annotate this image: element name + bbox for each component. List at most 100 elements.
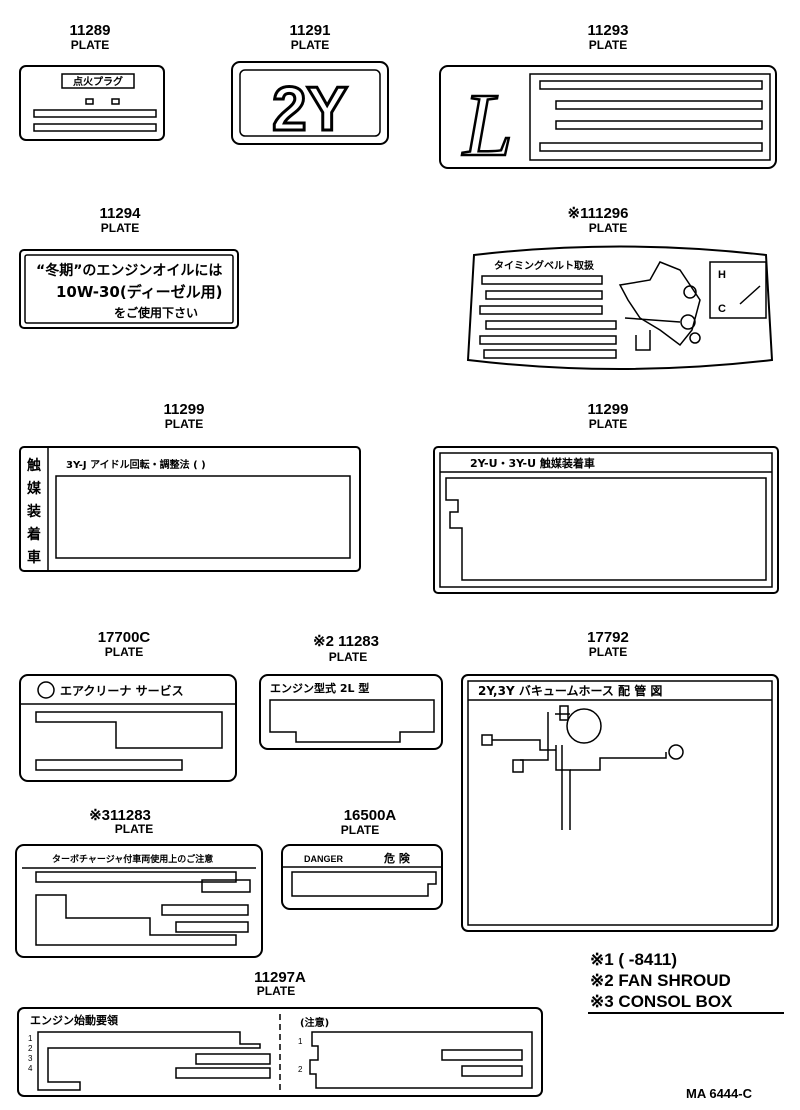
text-bar: [479, 305, 603, 315]
plate-line-1: “冬期”のエンジンオイルには: [36, 262, 222, 279]
plate-panel: [269, 699, 435, 743]
plate-line-3: をご使用下さい: [114, 305, 198, 320]
plate-outline: [466, 245, 774, 370]
plate-outline: [19, 65, 165, 141]
plate-inner: [24, 254, 234, 324]
plate-panel: [55, 475, 351, 559]
plate-11293: 11293 PLATE L: [439, 22, 777, 176]
part-label: PLATE: [589, 38, 627, 52]
plate-outline: [17, 1007, 543, 1097]
text-bar: [35, 871, 237, 883]
plate-panel: [35, 894, 237, 946]
plate-title: エンジン型式 2L 型: [270, 681, 369, 695]
plate-17700C: 17700C PLATE エアクリーナ サービス: [19, 629, 237, 782]
plate-11291: 11291 PLATE 2Y: [231, 22, 389, 146]
plate-11283-fan-shroud: ※2 11283 PLATE エンジン型式 2L 型: [259, 633, 443, 750]
text-bar: [485, 320, 617, 330]
text-bar: [175, 1067, 271, 1079]
plate-panel: [35, 711, 223, 749]
plate-inner: [439, 452, 773, 588]
gauge-cold: C: [718, 303, 726, 315]
plate-panel: [445, 477, 767, 581]
plate-panel: [291, 871, 437, 897]
side-char: 着: [26, 526, 41, 543]
step-number: 3: [28, 1054, 33, 1063]
side-char: 車: [27, 549, 41, 566]
plate-11299-right: 11299 PLATE 2Y-U・3Y-U 触媒装着車: [433, 401, 779, 594]
part-label: PLATE: [291, 38, 329, 52]
text-bar: [201, 879, 251, 893]
part-label: PLATE: [257, 984, 295, 998]
part-label: PLATE: [589, 645, 627, 659]
plate-11297A: 11297A PLATE エンジン始動要領 (注意) 1 2 3 4 1 2: [17, 969, 543, 1097]
text-bar: [539, 80, 763, 90]
part-number: 11297A: [254, 969, 306, 986]
note-1: ※1 ( -8411): [590, 950, 677, 969]
timing-belt-illustration: [618, 261, 701, 351]
note-3: ※3 CONSOL BOX: [590, 992, 733, 1011]
small-mark: [111, 98, 120, 105]
part-label: PLATE: [165, 417, 203, 431]
plate-title: ターボチャージャ付車両使用上のご注意: [52, 853, 213, 865]
plate-outline: [231, 61, 389, 145]
note-2: ※2 FAN SHROUD: [590, 971, 731, 990]
step-number: 1: [28, 1034, 33, 1043]
gauge-box: [709, 261, 767, 319]
part-number: 17792: [587, 629, 629, 646]
part-number: ※311283: [89, 807, 151, 824]
plate-17792: 17792 PLATE 2Y,3Y バキュームホース 配 管 図: [461, 629, 779, 932]
step-number: 2: [298, 1065, 303, 1074]
part-label: PLATE: [105, 645, 143, 659]
footnotes: ※1 ( -8411) ※2 FAN SHROUD ※3 CONSOL BOX: [588, 950, 784, 1014]
plate-outline: [259, 674, 443, 750]
text-bar: [555, 100, 763, 110]
plate-line-2: 10W-30(ディーゼル用): [56, 283, 223, 301]
plate-inner: [239, 69, 381, 137]
text-bar: [539, 142, 763, 152]
text-bar: [33, 123, 157, 132]
gauge-hot: H: [718, 269, 726, 281]
text-bar: [485, 290, 603, 300]
part-number: 16500A: [344, 807, 397, 824]
gauge-needle: [739, 285, 761, 305]
plate-outline: [19, 249, 239, 329]
plate-11294: 11294 PLATE “冬期”のエンジンオイルには 10W-30(ディーゼル用…: [19, 205, 239, 329]
text-bar: [35, 759, 183, 771]
part-number: 17700C: [98, 629, 151, 646]
text-bar: [175, 921, 249, 933]
plate-title-right: (注意): [300, 1016, 329, 1029]
side-char: 装: [26, 503, 42, 520]
danger-label: DANGER: [304, 854, 344, 864]
step-number: 1: [298, 1037, 303, 1046]
plate-outline: [15, 844, 263, 958]
part-number: 11299: [588, 401, 629, 418]
plate-111296: ※111296 PLATE タイミングベルト取扱 H C: [466, 205, 774, 370]
plate-outline: [19, 674, 237, 782]
plate-title: タイミングベルト取扱: [494, 259, 595, 272]
plate-outline: [461, 674, 779, 932]
engine-code: 2Y: [272, 75, 348, 144]
part-number: 11299: [164, 401, 205, 418]
plate-panel: [529, 73, 771, 161]
text-bar: [33, 109, 157, 118]
side-char: 触: [26, 457, 41, 474]
plate-outline: [439, 65, 777, 169]
plate-outline: [281, 844, 443, 910]
text-bar: [483, 349, 617, 359]
part-number: ※2 11283: [313, 633, 379, 650]
plate-title-box: [61, 73, 135, 89]
text-bar: [461, 1065, 523, 1077]
plate-inner: [467, 680, 773, 926]
part-number: 11294: [100, 205, 142, 222]
plate-11289: 11289 PLATE 点火プラグ: [19, 22, 165, 141]
vacuum-hose-diagram: [481, 705, 684, 830]
part-label: PLATE: [115, 822, 153, 836]
part-number: ※111296: [568, 205, 629, 222]
plate-panel-right: [309, 1031, 533, 1089]
part-label: PLATE: [101, 221, 139, 235]
text-bar: [195, 1053, 271, 1065]
plate-11299-left: 11299 PLATE 触 媒 装 着 車 3Y-J アイドル回転・調整法 ( …: [19, 401, 361, 572]
plate-title-left: エンジン始動要領: [30, 1013, 119, 1027]
drawing-code: MA 6444-C: [686, 1086, 753, 1101]
